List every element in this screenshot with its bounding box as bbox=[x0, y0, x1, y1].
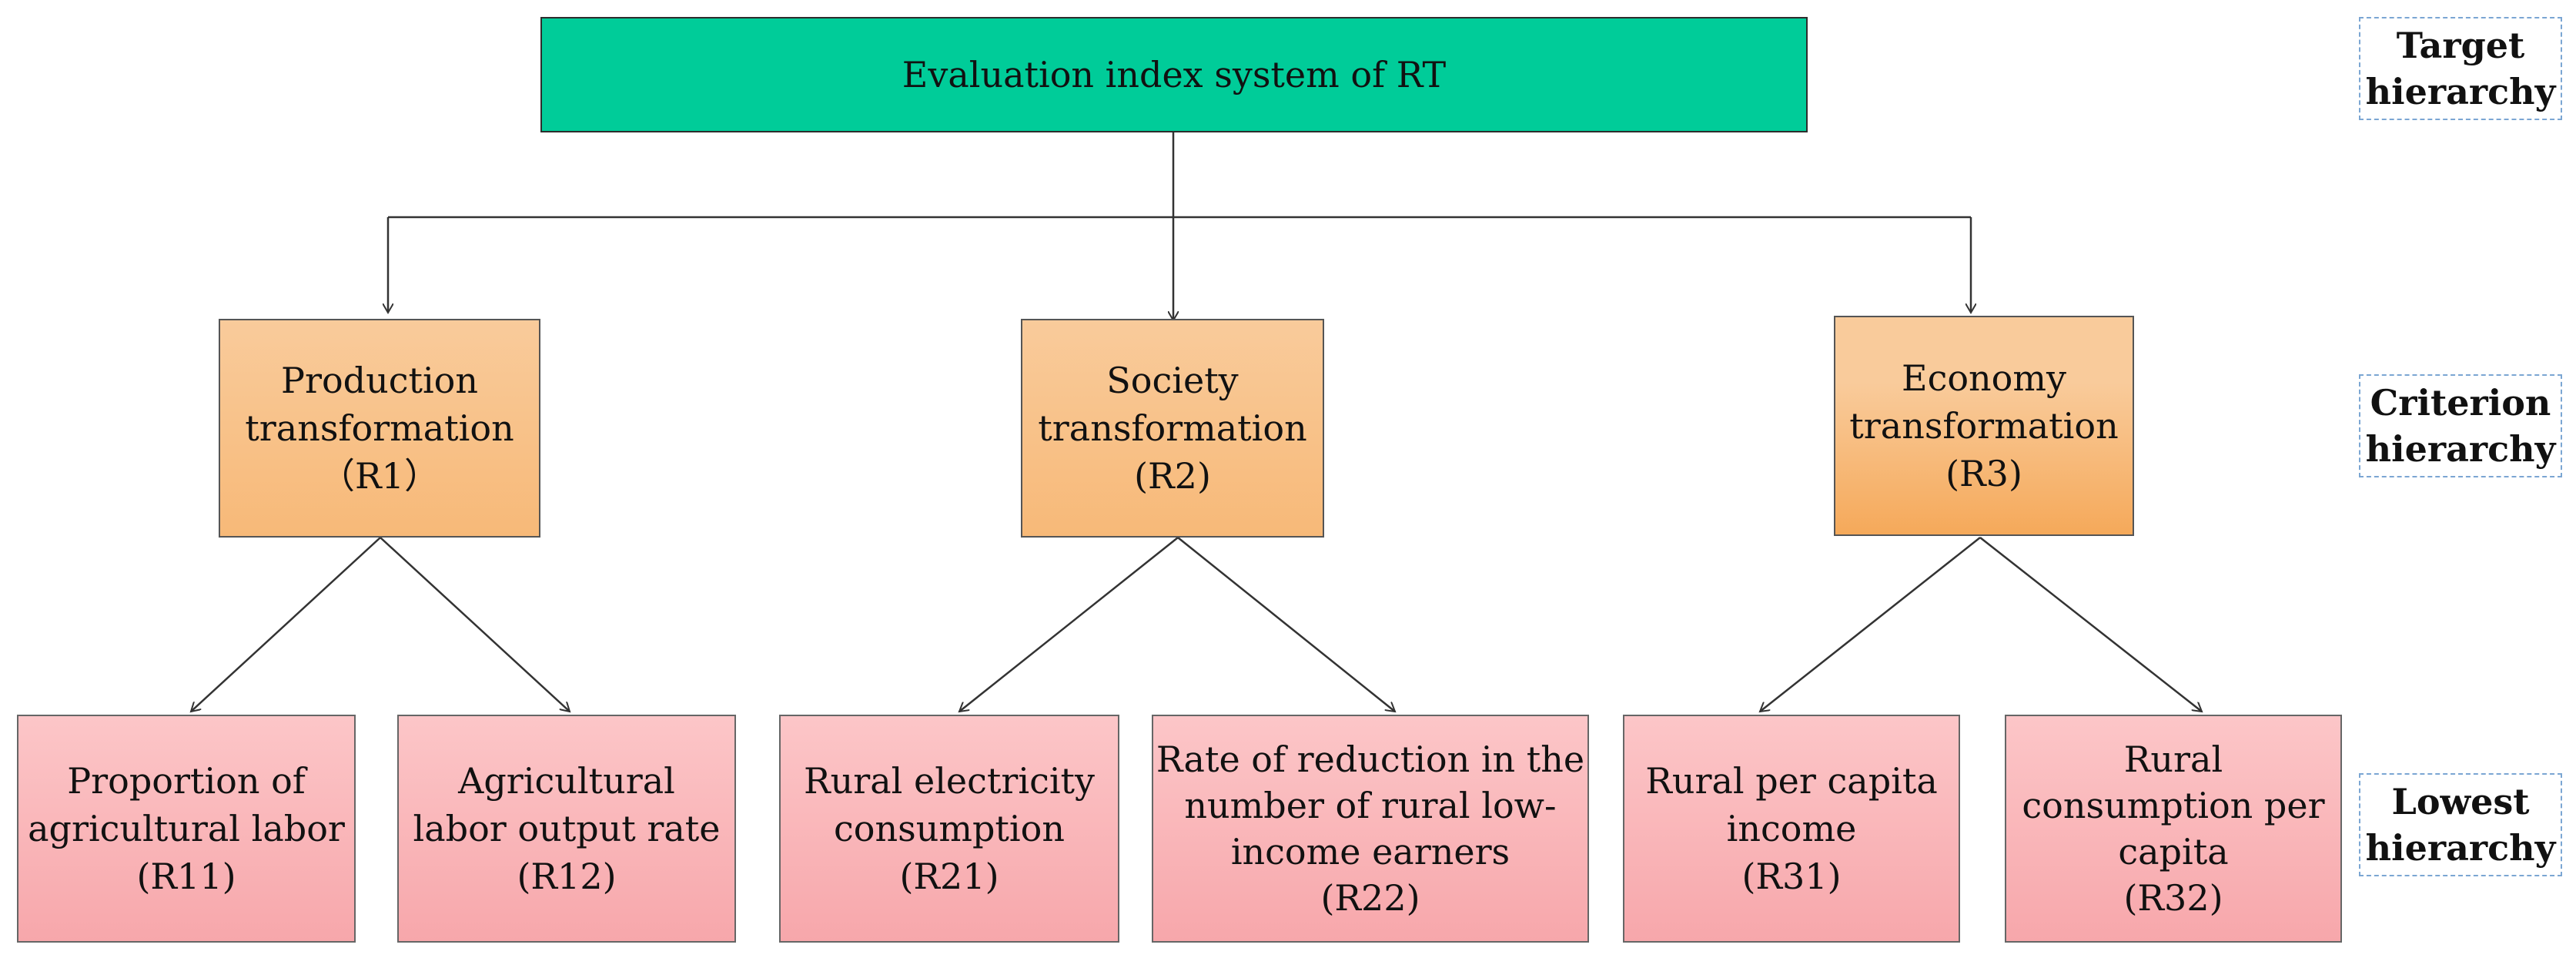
criterion-r2-line-2: transformation bbox=[1038, 407, 1307, 449]
criterion-r1-line-1: Production bbox=[281, 360, 478, 401]
indicator-r12-line-2: labor output rate bbox=[413, 808, 721, 849]
label-lowest-hierarchy: Lowest hierarchy bbox=[2359, 773, 2562, 876]
label-target-hierarchy: Target hierarchy bbox=[2359, 17, 2562, 120]
criterion-r2-code: (R2) bbox=[1134, 455, 1211, 497]
indicator-r12-code: (R12) bbox=[517, 856, 617, 897]
label-criterion-hierarchy: Criterion hierarchy bbox=[2359, 374, 2562, 477]
criterion-node-r3: Economy transformation (R3) bbox=[1834, 316, 2134, 536]
target-node-label: Evaluation index system of RT bbox=[902, 54, 1447, 95]
edge-r1-r12 bbox=[380, 537, 570, 712]
indicator-r11-line-2: agricultural labor bbox=[28, 808, 345, 849]
label-target-line-2: hierarchy bbox=[2365, 71, 2556, 112]
edge-r3-r32 bbox=[1979, 537, 2202, 712]
criterion-r3-code: (R3) bbox=[1945, 453, 2022, 494]
label-target-line-1: Target bbox=[2396, 25, 2525, 66]
indicator-r31-line-1: Rural per capita bbox=[1645, 760, 1938, 802]
indicator-r21-line-1: Rural electricity bbox=[803, 760, 1096, 802]
indicator-r11-line-1: Proportion of bbox=[67, 760, 306, 802]
label-criterion-line-1: Criterion bbox=[2370, 382, 2551, 424]
indicator-r31-code: (R31) bbox=[1741, 856, 1842, 897]
indicator-r12-line-1: Agricultural bbox=[458, 760, 675, 802]
criterion-node-r2: Society transformation (R2) bbox=[1021, 319, 1324, 538]
indicator-r32-line-3: capita bbox=[2118, 831, 2229, 873]
indicator-r11-code: (R11) bbox=[136, 856, 236, 897]
criterion-r1-code: （R1） bbox=[319, 455, 440, 497]
indicator-r21-line-2: consumption bbox=[834, 808, 1065, 849]
criterion-node-r1: Production transformation （R1） bbox=[219, 319, 540, 538]
indicator-r32-line-2: consumption per bbox=[2022, 785, 2325, 826]
indicator-node-r31: Rural per capita income (R31) bbox=[1623, 715, 1960, 943]
indicator-r22-line-1: Rate of reduction in the bbox=[1156, 739, 1585, 780]
indicator-r22-code: (R22) bbox=[1320, 877, 1420, 919]
label-lowest-line-1: Lowest bbox=[2391, 781, 2530, 822]
indicator-r22-line-2: number of rural low- bbox=[1184, 785, 1557, 826]
criterion-r1-line-2: transformation bbox=[245, 407, 514, 449]
edge-r2-r21 bbox=[959, 537, 1179, 712]
indicator-node-r22: Rate of reduction in the number of rural… bbox=[1152, 715, 1589, 943]
label-lowest-line-2: hierarchy bbox=[2365, 827, 2556, 869]
target-node: Evaluation index system of RT bbox=[540, 17, 1808, 132]
edge-r2-r22 bbox=[1177, 537, 1395, 712]
edge-r3-r31 bbox=[1760, 537, 1981, 712]
indicator-r32-code: (R32) bbox=[2123, 877, 2223, 919]
indicator-r21-code: (R21) bbox=[899, 856, 999, 897]
label-criterion-line-2: hierarchy bbox=[2365, 428, 2556, 470]
indicator-node-r12: Agricultural labor output rate (R12) bbox=[397, 715, 736, 943]
criterion-r3-line-2: transformation bbox=[1849, 405, 2119, 447]
indicator-r22-line-3: income earners bbox=[1230, 831, 1510, 873]
edge-r1-r11 bbox=[191, 537, 381, 712]
indicator-node-r32: Rural consumption per capita (R32) bbox=[2005, 715, 2342, 943]
indicator-r31-line-2: income bbox=[1726, 808, 1857, 849]
indicator-r32-line-1: Rural bbox=[2123, 739, 2223, 780]
criterion-r3-line-1: Economy bbox=[1902, 357, 2066, 399]
indicator-node-r11: Proportion of agricultural labor (R11) bbox=[17, 715, 356, 943]
criterion-r2-line-1: Society bbox=[1106, 360, 1239, 401]
indicator-node-r21: Rural electricity consumption (R21) bbox=[779, 715, 1119, 943]
